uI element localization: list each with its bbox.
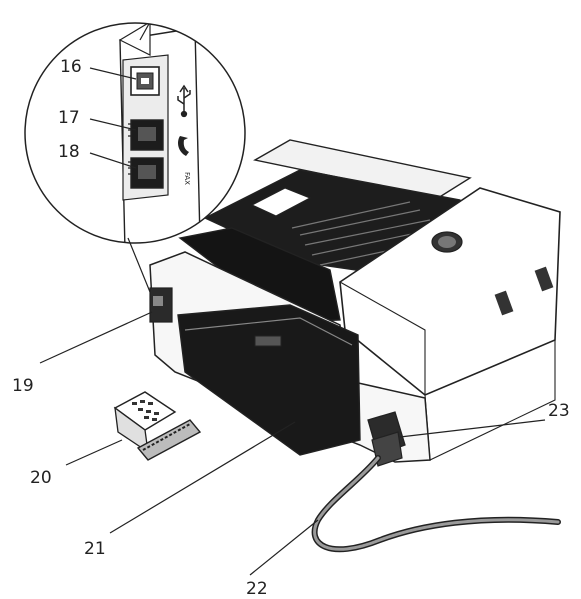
paper-guide xyxy=(250,187,312,217)
leader-19 xyxy=(39,311,153,364)
phone-icon xyxy=(178,136,189,156)
callout-16: 16 xyxy=(60,57,82,77)
fax-label: FAX xyxy=(183,172,191,185)
callout-20: 20 xyxy=(30,468,52,488)
callout-17: 17 xyxy=(58,108,80,128)
line-port xyxy=(128,119,164,151)
duplex-handle xyxy=(254,335,282,347)
fax-port xyxy=(128,157,164,189)
side-vents xyxy=(494,266,554,316)
loose-component xyxy=(113,391,202,461)
callout-23: 23 xyxy=(548,401,570,421)
callout-19: 19 xyxy=(12,376,34,396)
leader-18 xyxy=(89,152,137,169)
leader-23 xyxy=(399,419,546,438)
brand-logo xyxy=(431,231,463,253)
power-cord xyxy=(311,455,561,553)
leader-17 xyxy=(89,118,137,131)
callout-21: 21 xyxy=(84,539,106,559)
leader-21 xyxy=(109,421,296,534)
leader-lines xyxy=(39,67,546,576)
leader-16 xyxy=(89,67,137,80)
leader-22 xyxy=(249,519,319,576)
callout-labels: 16 17 18 19 20 21 22 23 xyxy=(12,57,570,599)
usb-icon xyxy=(177,84,191,118)
callout-22: 22 xyxy=(246,579,268,599)
zoom-detail: FAX xyxy=(24,22,246,293)
duplex-unit xyxy=(177,304,361,456)
leader-20 xyxy=(65,439,123,466)
usb-port xyxy=(130,66,160,96)
callout-18: 18 xyxy=(58,142,80,162)
